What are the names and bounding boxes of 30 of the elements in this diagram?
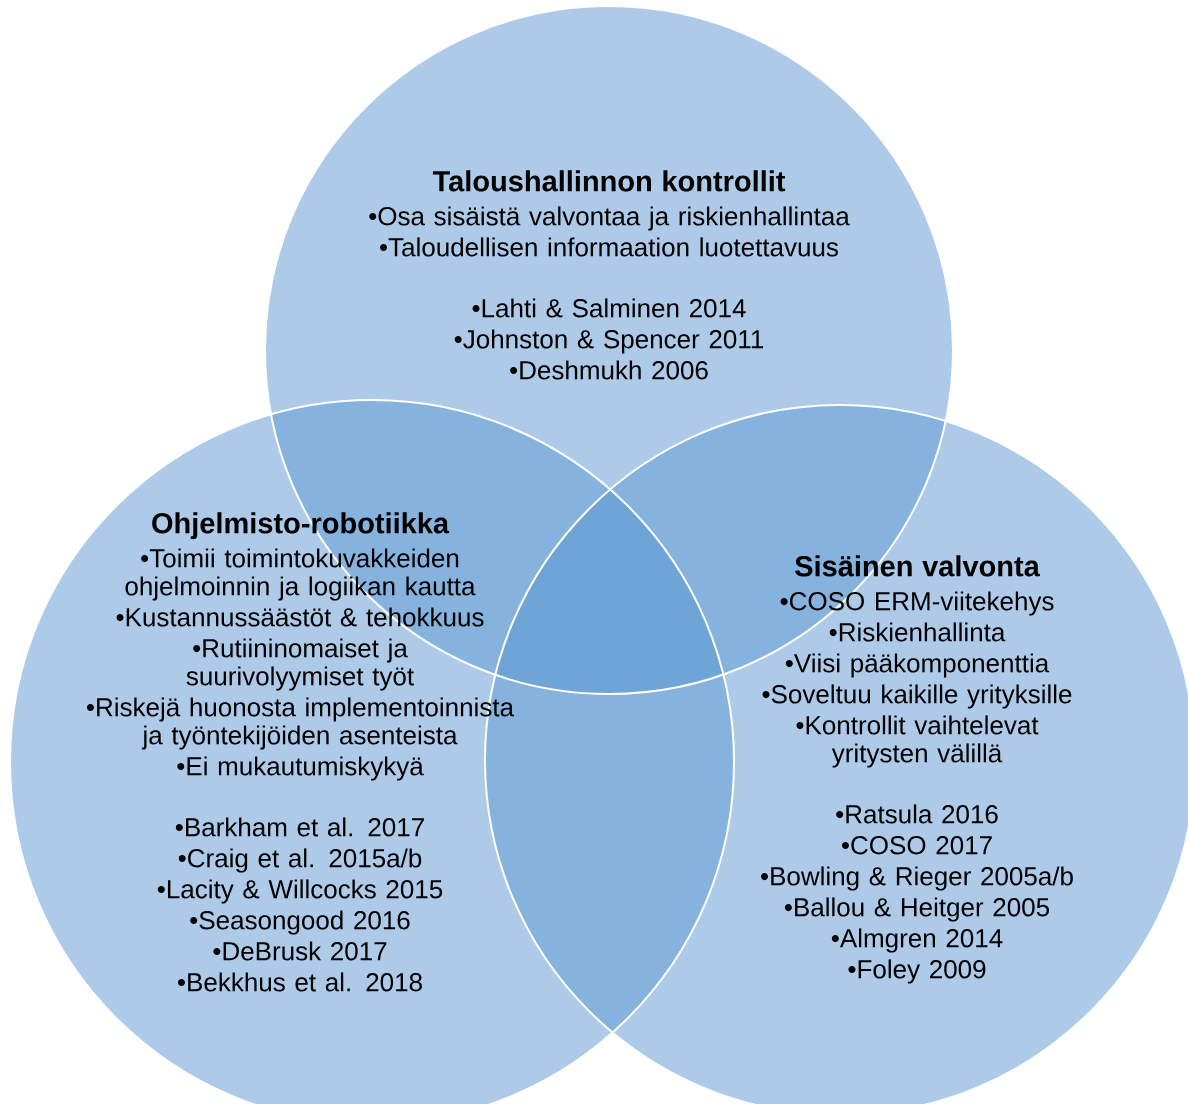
bullet-item: •Rutiininomaiset ja suurivolyymiset työt — [186, 638, 414, 691]
reference: •Deshmukh 2006 — [510, 360, 708, 380]
reference: •Barkham et al. 2017 — [175, 817, 424, 837]
reference: •Bowling & Rieger 2005a/b — [761, 866, 1073, 891]
bullet-item: •COSO ERM-viitekehys — [780, 591, 1054, 616]
bullet-item: •Soveltuu kaikille yrityksille — [762, 684, 1072, 709]
reference: •COSO 2017 — [841, 836, 992, 855]
reference: •Bekkhus et al. 2018 — [177, 972, 422, 992]
reference: •Foley 2009 — [848, 959, 986, 984]
reference: •Johnston & Spencer 2011 — [454, 329, 764, 354]
bullet-item: •Riskienhallinta — [829, 622, 1006, 642]
reference: •Lahti & Salminen 2014 — [472, 298, 746, 318]
heading: Ohjelmisto-robotiikka — [152, 512, 450, 540]
reference: •Lacity & Willcocks 2015 — [157, 879, 443, 904]
reference: •Ballou & Heitger 2005 — [784, 897, 1049, 922]
bullet-item: •Kustannussäästöt & tehokkuus — [116, 607, 484, 627]
reference: •DeBrusk 2017 — [213, 941, 387, 961]
heading: Taloushallinnon kontrollit — [432, 170, 786, 192]
reference: •Ratsula 2016 — [836, 804, 998, 824]
bullet-item: •Taloudellisen informaation luotettavuus — [380, 237, 838, 257]
bullet-item: •Riskejä huonosta implementoinnista ja työntekijöiden asenteista — [86, 697, 514, 750]
bullet-item: •Viisi pääkomponenttia — [785, 653, 1050, 678]
bullet-item: •Kontrollit vaihtelevat yritysten välillä — [796, 715, 1039, 768]
bullet-item: •Toimii toimintokuvakkeiden ohjelmoinnin ja logiikan kautta — [125, 548, 476, 601]
reference: •Seasongood 2016 — [190, 910, 410, 935]
bullet-item: •Ei mukautumiskykyä — [177, 756, 424, 781]
reference: •Almgren 2014 — [831, 928, 1003, 953]
bullet-item: •Osa sisäistä valvontaa ja riskienhallintaa — [369, 206, 850, 231]
reference: •Craig et al. 2015a/b — [178, 848, 422, 873]
heading: Sisäinen valvonta — [795, 555, 1040, 577]
